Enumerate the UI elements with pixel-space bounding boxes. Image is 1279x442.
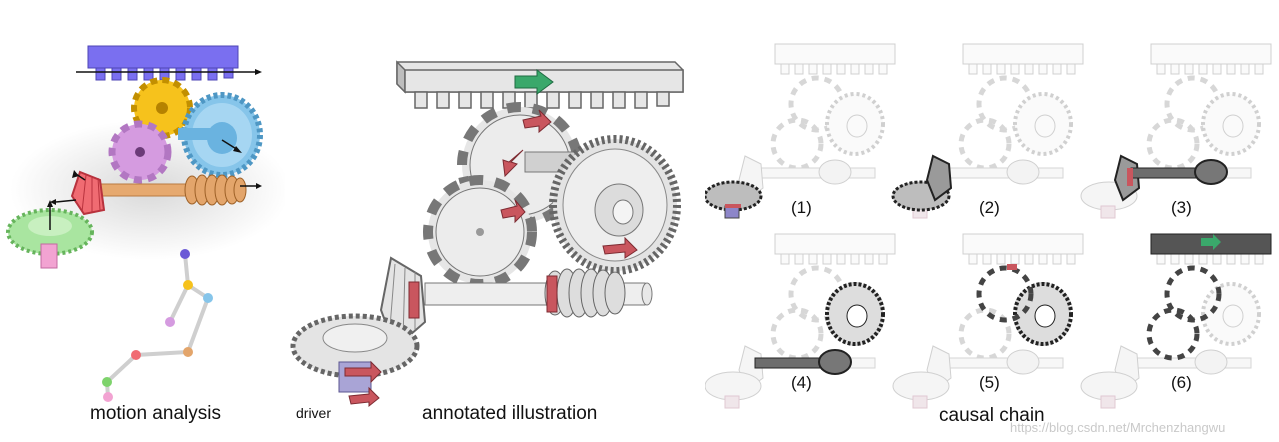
purple-rack xyxy=(76,45,262,81)
step-label-5: (5) xyxy=(979,373,1000,392)
green-motion-arrow xyxy=(514,69,554,95)
motion-graph-nodes xyxy=(102,249,213,402)
caption-driver: driver xyxy=(296,405,332,421)
red-motion-arrows xyxy=(344,109,638,408)
annotated-spur-gear-left xyxy=(423,175,537,289)
causal-step-3 xyxy=(1081,44,1271,218)
green-bevel-gear xyxy=(6,200,94,269)
step-label-4: (4) xyxy=(791,373,812,392)
annotated-bevel-horizontal xyxy=(290,313,420,393)
annotated-helical-gear xyxy=(549,135,681,275)
step-label-6: (6) xyxy=(1171,373,1192,392)
causal-chain-panel xyxy=(705,0,1279,442)
step-label-2: (2) xyxy=(979,198,1000,217)
violet-gear xyxy=(108,120,172,184)
annotated-rack xyxy=(396,60,684,109)
causal-step-6 xyxy=(1081,234,1271,408)
caption-motion-analysis: motion analysis xyxy=(90,403,221,424)
step-label-1: (1) xyxy=(791,198,812,217)
motion-graph xyxy=(104,253,211,398)
shaft-and-worm xyxy=(97,174,262,206)
causal-chain-grid xyxy=(705,0,1279,442)
motion-analysis-figure xyxy=(6,45,285,402)
red-bevel-gear xyxy=(50,170,106,216)
watermark: https://blog.csdn.net/Mrchenzhangwu xyxy=(1010,420,1226,435)
causal-step-2 xyxy=(893,44,1083,218)
motion-analysis-panel xyxy=(0,0,285,442)
caption-annotated-illustration: annotated illustration xyxy=(422,403,598,424)
causal-step-5 xyxy=(893,234,1083,408)
causal-step-1 xyxy=(705,44,895,218)
annotated-illustration-figure xyxy=(290,60,684,408)
blue-gear xyxy=(178,92,263,178)
yellow-gear xyxy=(131,77,193,139)
causal-step-4 xyxy=(705,234,895,408)
annotated-shaft-worm xyxy=(424,268,653,318)
annotated-illustration-panel xyxy=(285,0,705,442)
caption-causal-chain: causal chain xyxy=(939,405,1045,426)
step-label-3: (3) xyxy=(1171,198,1192,217)
